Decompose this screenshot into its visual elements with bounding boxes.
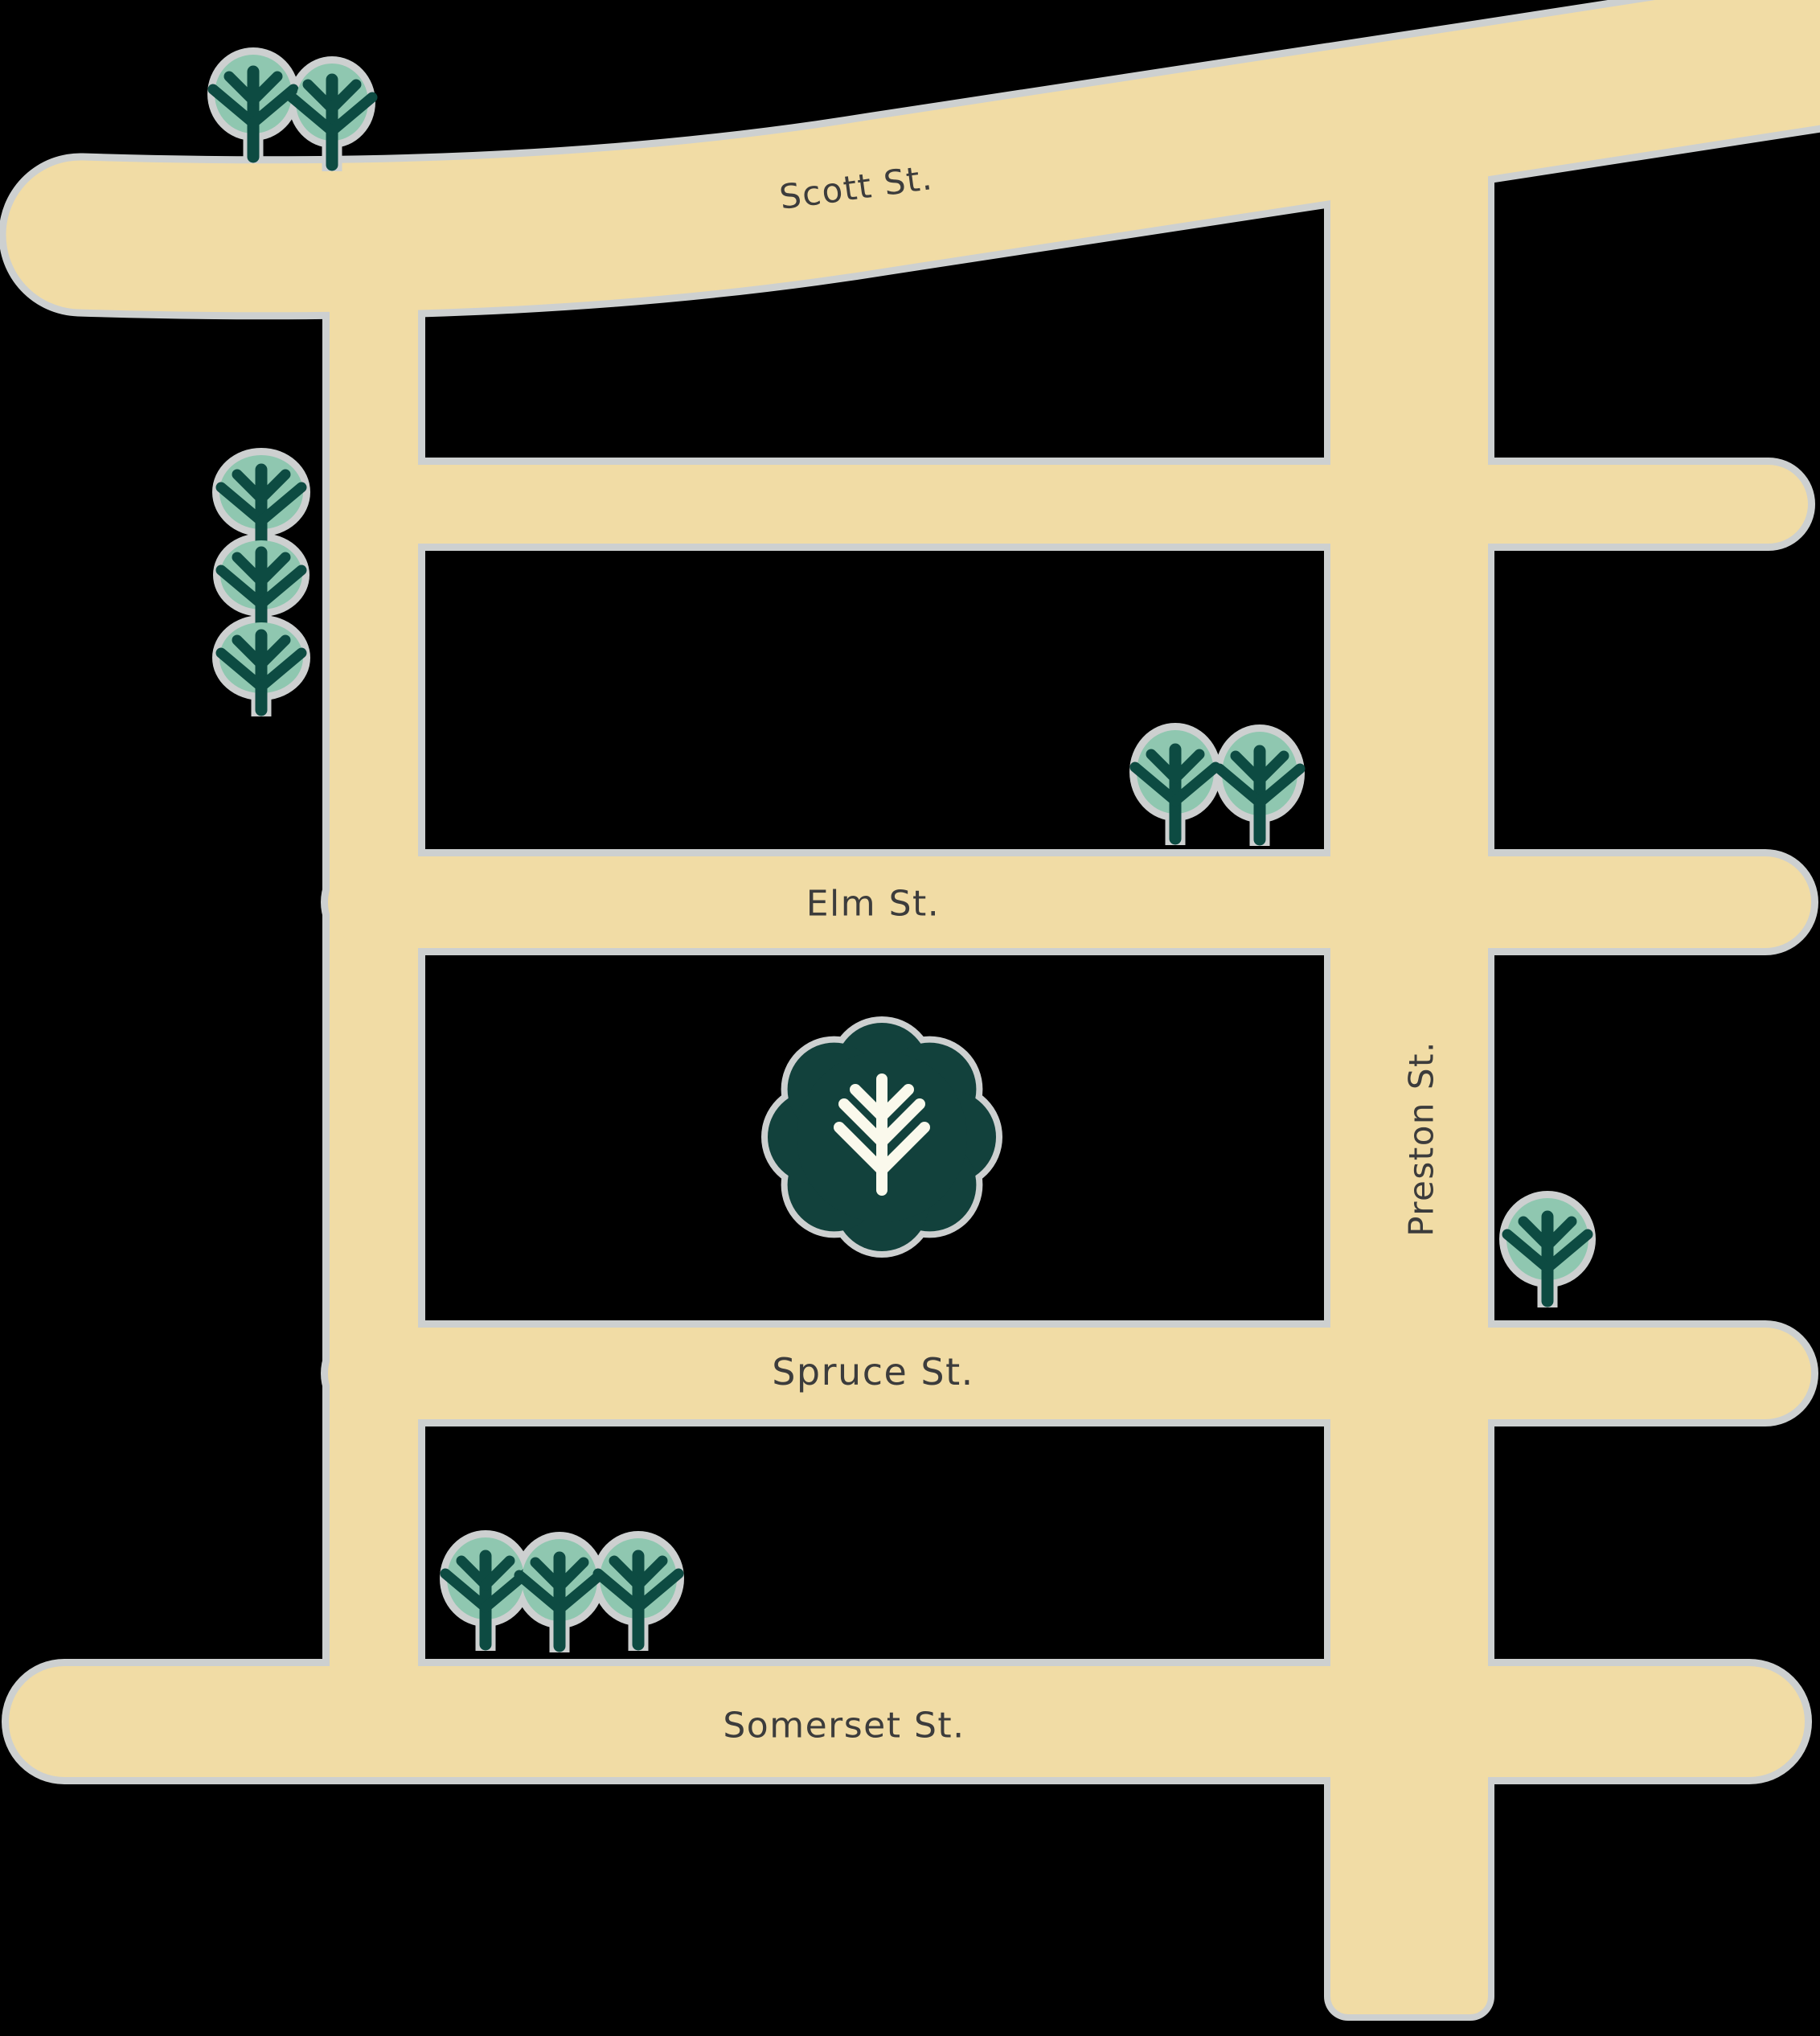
tree-icon <box>514 1539 605 1652</box>
tree-branches <box>592 1555 684 1613</box>
tree-branches <box>1214 750 1306 808</box>
road-layer <box>6 0 1820 2014</box>
tree-branches <box>514 1557 605 1615</box>
tree-branches <box>215 552 307 610</box>
tree-branches <box>1129 749 1221 807</box>
branch-glyph-icon <box>834 1073 930 1196</box>
tree-icon <box>1129 730 1221 845</box>
park-badge-icon <box>761 1016 1002 1258</box>
tree-branches <box>215 469 307 527</box>
elm-street-label: Elm St. <box>805 883 941 925</box>
tree-icon <box>215 622 307 716</box>
tree-branches <box>215 634 307 692</box>
tree-icon <box>1502 1198 1593 1307</box>
tree-icon <box>286 64 378 171</box>
tree-icon <box>592 1538 684 1651</box>
preston-street-road <box>1330 121 1488 2014</box>
tree-branches <box>286 79 378 137</box>
tree-icon <box>215 540 307 630</box>
tree-icon <box>1214 732 1306 846</box>
tree-icon <box>440 1537 531 1651</box>
tree-layer <box>207 55 1593 1652</box>
tree-icon <box>207 55 299 163</box>
tree-branches <box>207 71 299 129</box>
tree-branches <box>1502 1216 1593 1274</box>
somerset-street-label: Somerset St. <box>723 1705 965 1747</box>
preston-street-label: Preston St. <box>1401 1041 1441 1237</box>
tree-icon <box>215 455 307 548</box>
spruce-street-label: Spruce St. <box>772 1350 974 1394</box>
